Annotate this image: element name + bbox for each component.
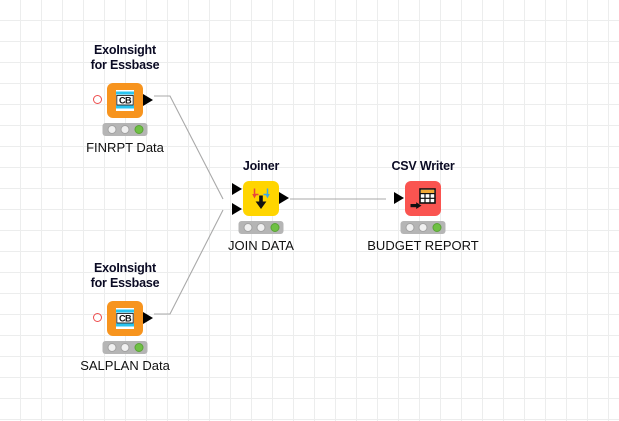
connection-salplan-to-joiner[interactable]	[154, 209, 224, 315]
status-bar-finrpt-data	[102, 123, 148, 136]
node-title-line2: for Essbase	[90, 276, 160, 290]
node-label-salplan-data: SALPLAN Data	[80, 358, 170, 373]
node-join-data[interactable]: Joiner JOIN DATA	[228, 159, 294, 253]
essbase-cube-icon: CB	[116, 308, 134, 329]
status-led-yellow	[120, 125, 130, 134]
node-label-finrpt-data: FINRPT Data	[86, 140, 164, 155]
status-bar-join-data	[238, 221, 284, 234]
input-port-2-join-data[interactable]	[232, 203, 242, 215]
node-label-join-data: JOIN DATA	[228, 238, 294, 253]
essbase-cube-icon: CB	[116, 90, 134, 111]
status-led-yellow	[418, 223, 428, 232]
status-led-green	[270, 223, 279, 232]
input-port-salplan-data[interactable]	[93, 313, 102, 322]
status-led-green	[134, 343, 143, 352]
node-finrpt-data[interactable]: ExoInsight for Essbase CB FINRPT Data	[86, 43, 164, 155]
csv-table-write-icon	[410, 188, 436, 209]
node-title-join-data: Joiner	[242, 159, 280, 173]
svg-text:CB: CB	[119, 95, 132, 105]
node-budget-report[interactable]: CSV Writer BUDGET REPORT	[367, 159, 478, 253]
node-title-line2: for Essbase	[90, 58, 160, 72]
node-body-join-data[interactable]	[243, 181, 279, 216]
joiner-merge-arrows-icon	[252, 188, 270, 209]
status-led-yellow	[120, 343, 130, 352]
node-body-budget-report[interactable]	[405, 181, 441, 216]
input-port-budget-report[interactable]	[394, 192, 404, 204]
node-body-finrpt-data[interactable]: CB	[107, 83, 143, 118]
status-led-red	[243, 223, 252, 232]
status-led-red	[405, 223, 414, 232]
status-led-green	[432, 223, 441, 232]
status-led-yellow	[256, 223, 266, 232]
status-bar-salplan-data	[102, 341, 148, 354]
node-body-salplan-data[interactable]: CB	[107, 301, 143, 336]
svg-text:CB: CB	[119, 313, 132, 323]
status-led-red	[107, 343, 116, 352]
output-port-finrpt-data[interactable]	[143, 94, 153, 106]
status-bar-budget-report	[400, 221, 446, 234]
input-port-finrpt-data[interactable]	[93, 95, 102, 104]
node-salplan-data[interactable]: ExoInsight for Essbase CB SALPLAN Data	[80, 261, 170, 373]
input-port-1-join-data[interactable]	[232, 183, 242, 195]
node-label-budget-report: BUDGET REPORT	[367, 238, 479, 253]
node-title-finrpt-data: ExoInsight for Essbase	[91, 43, 160, 73]
node-title-budget-report: CSV Writer	[391, 159, 455, 173]
connection-finrpt-to-joiner[interactable]	[154, 95, 224, 200]
status-led-green	[134, 125, 143, 134]
output-port-join-data[interactable]	[279, 192, 289, 204]
node-title-line1: ExoInsight	[94, 43, 156, 57]
output-port-salplan-data[interactable]	[143, 312, 153, 324]
status-led-red	[107, 125, 116, 134]
node-title-line1: ExoInsight	[94, 261, 156, 275]
node-title-salplan-data: ExoInsight for Essbase	[91, 261, 160, 291]
